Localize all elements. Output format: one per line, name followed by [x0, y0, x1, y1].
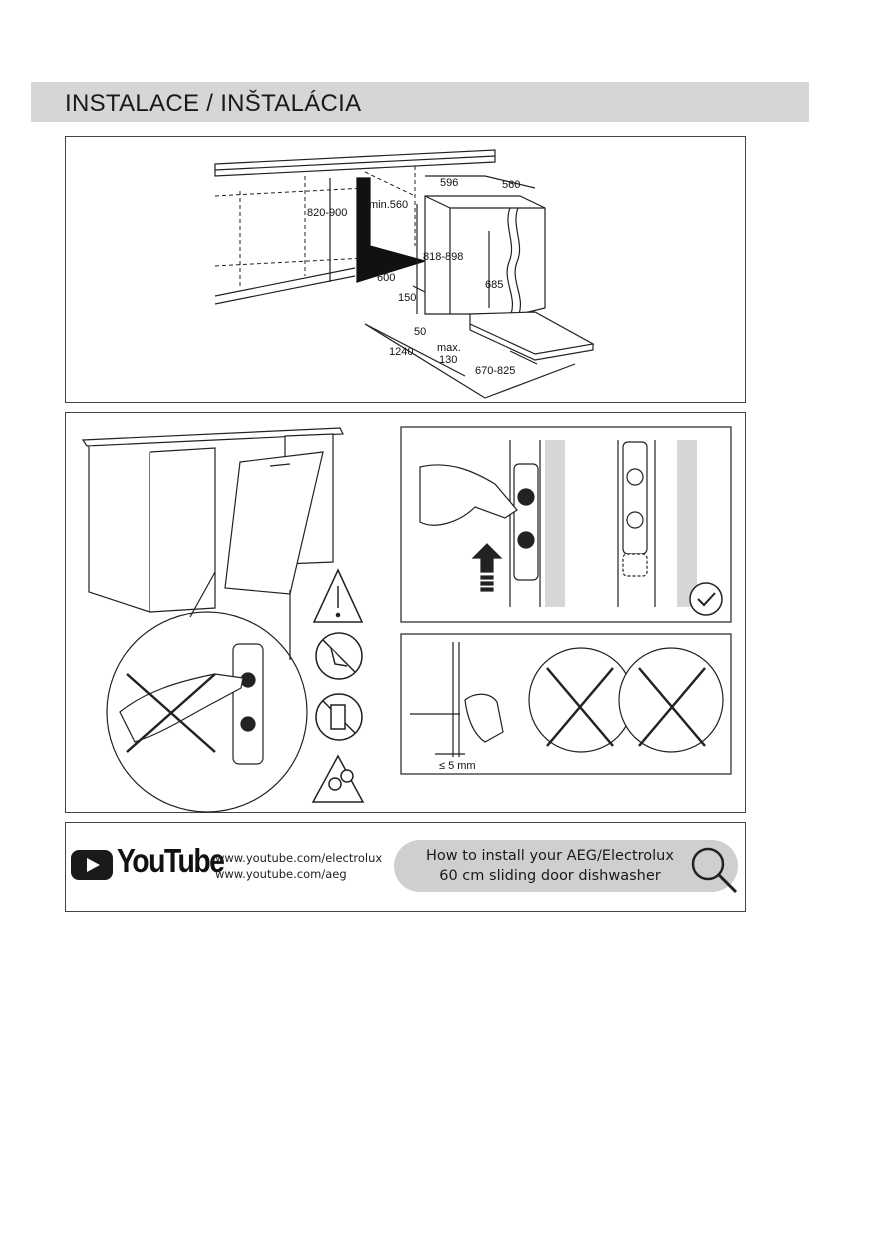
dim-50: 50 — [414, 326, 426, 338]
title-bar: INSTALACE / INŠTALÁCIA — [31, 82, 809, 122]
gap-label: ≤ 5 mm — [439, 760, 476, 772]
search-query: How to install your AEG/Electrolux 60 cm… — [410, 846, 690, 886]
dimensions-frame — [65, 136, 746, 403]
dim-685: 685 — [485, 279, 503, 291]
search-icon[interactable] — [688, 844, 740, 896]
dim-820-900: 820-900 — [307, 207, 347, 219]
youtube-logo[interactable] — [71, 850, 113, 880]
dim-670-825: 670-825 — [475, 365, 515, 377]
youtube-wordmark: YouTube — [117, 842, 225, 879]
dim-600: 600 — [377, 272, 395, 284]
door-handling-diagram: ≤ 5 mm — [81, 426, 732, 813]
youtube-links: www.youtube.com/electrolux www.youtube.c… — [215, 850, 382, 882]
search-line-2: 60 cm sliding door dishwasher — [439, 868, 661, 884]
youtube-link-aeg[interactable]: www.youtube.com/aeg — [215, 867, 347, 881]
page-title: INSTALACE / INŠTALÁCIA — [65, 90, 362, 117]
dim-max: max. — [437, 342, 461, 354]
dim-min560: min.560 — [369, 199, 408, 211]
dim-560: 560 — [502, 179, 520, 191]
check-icon — [689, 582, 723, 616]
hand-pinch-icon — [311, 754, 365, 803]
play-icon — [87, 858, 100, 872]
dim-1240: 1240 — [389, 346, 413, 358]
no-touch-icon — [315, 632, 363, 680]
no-child-icon — [315, 693, 363, 741]
dim-150: 150 — [398, 292, 416, 304]
dim-130: 130 — [439, 354, 457, 366]
dim-596: 596 — [440, 177, 458, 189]
dim-818-898: 818-898 — [423, 251, 463, 263]
youtube-link-electrolux[interactable]: www.youtube.com/electrolux — [215, 851, 383, 865]
dimensions-diagram: 596 560 820-900 min.560 818-898 600 685 … — [214, 149, 595, 399]
search-pill[interactable] — [394, 840, 738, 892]
search-line-1: How to install your AEG/Electrolux — [426, 848, 674, 864]
